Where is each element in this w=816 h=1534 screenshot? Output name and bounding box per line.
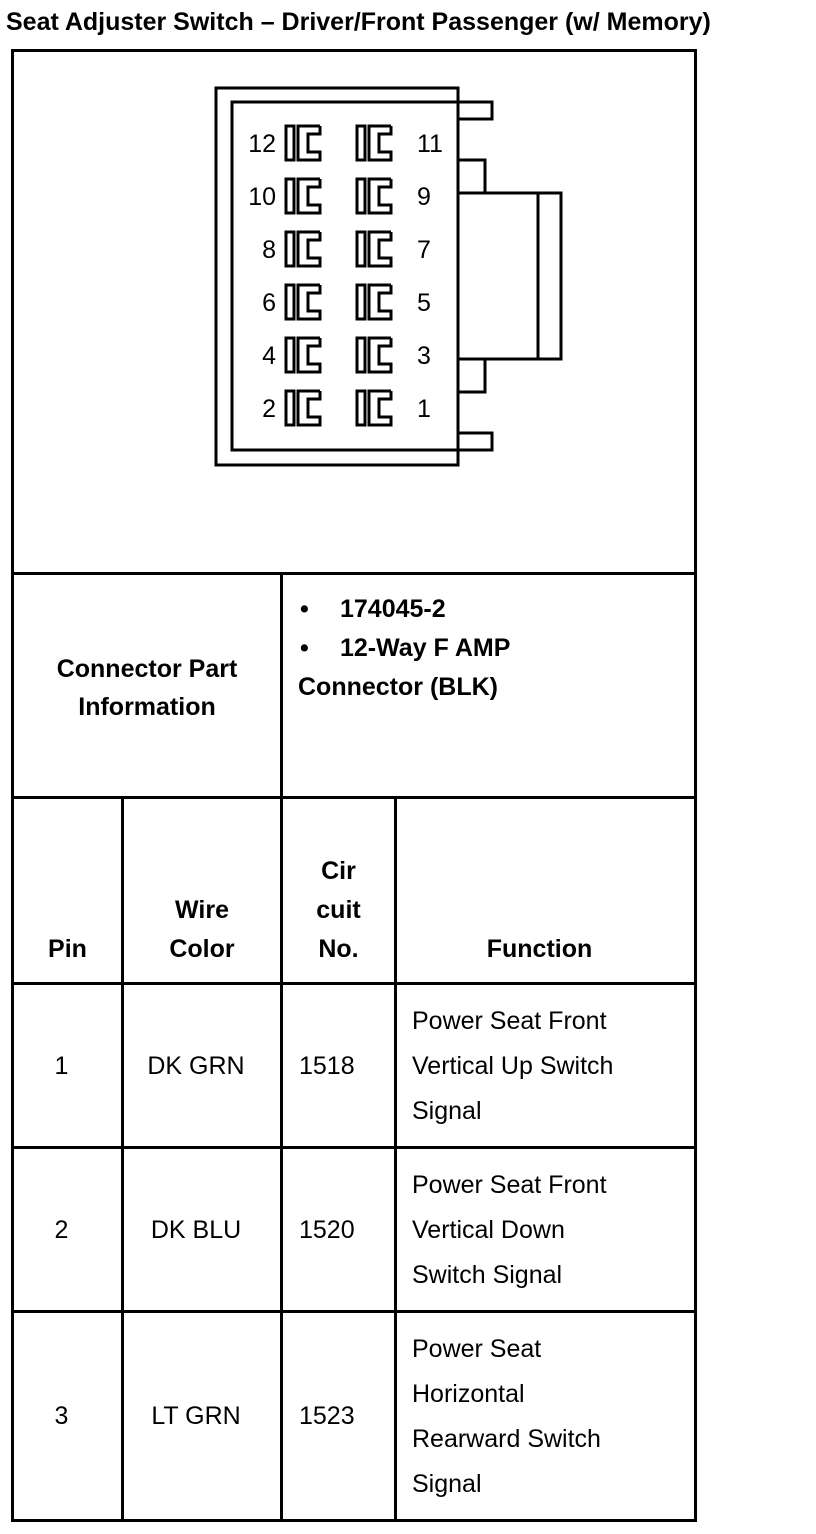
cell-function: Power Seat Front Vertical Down Switch Si… [412, 1171, 607, 1289]
terminal-cavity [284, 124, 322, 162]
header-pin: Pin [48, 935, 87, 963]
header-circuit-no: Cir cuit No. [316, 857, 361, 963]
terminal-cavity [284, 389, 322, 427]
divider [11, 796, 697, 799]
divider [121, 796, 124, 1522]
pin-number-label: 5 [417, 289, 431, 317]
bullet: • [300, 595, 309, 623]
connector-diagram: 12 11 10 9 8 7 6 5 4 3 2 1 [214, 86, 563, 467]
cell-function: Power Seat Horizontal Rearward Switch Si… [412, 1335, 601, 1498]
divider [11, 1146, 697, 1149]
cell-wire-color: DK GRN [147, 1052, 245, 1080]
divider [11, 982, 697, 985]
pin-number-label: 3 [417, 342, 431, 370]
cell-pin: 1 [54, 1052, 69, 1080]
terminal-cavity [355, 124, 393, 162]
connector-latch-top [458, 100, 494, 121]
connector-part-info-list: •174045-2 •12-Way F AMP Connector (BLK) [298, 590, 510, 707]
terminal-cavity [284, 336, 322, 374]
pin-number-label: 1 [417, 395, 431, 423]
connector-lock-tab [456, 191, 563, 361]
terminal-cavity [355, 230, 393, 268]
header-wire-color: Wire Color [169, 896, 235, 963]
pin-number-label: 4 [262, 342, 276, 370]
page-title: Seat Adjuster Switch – Driver/Front Pass… [6, 8, 711, 36]
terminal-cavity [355, 283, 393, 321]
header-function: Function [486, 935, 593, 963]
list-item: •174045-2 [298, 590, 510, 629]
divider [280, 572, 283, 1522]
pin-number-label: 2 [262, 395, 276, 423]
pin-number-label: 8 [262, 236, 276, 264]
cell-pin: 3 [54, 1402, 69, 1430]
divider [394, 796, 397, 1522]
list-item: •12-Way F AMP [298, 629, 510, 668]
divider [11, 572, 697, 575]
pin-number-label: 6 [262, 289, 276, 317]
terminal-cavity [284, 177, 322, 215]
cell-function: Power Seat Front Vertical Up Switch Sign… [412, 1007, 614, 1125]
pin-number-label: 10 [248, 183, 276, 211]
table-frame [11, 49, 697, 1522]
terminal-cavity [284, 230, 322, 268]
terminal-cavity [284, 283, 322, 321]
terminal-cavity [355, 389, 393, 427]
cell-circuit: 1523 [299, 1402, 355, 1430]
cell-pin: 2 [54, 1216, 69, 1244]
pin-number-label: 9 [417, 183, 431, 211]
pin-number-label: 11 [417, 130, 443, 158]
cell-wire-color: LT GRN [151, 1402, 241, 1430]
connector-part-info-label: Connector Part Information [56, 655, 238, 721]
divider [11, 1310, 697, 1313]
bullet: • [300, 634, 309, 662]
connector-latch-bottom [458, 431, 494, 452]
list-item-continuation: Connector (BLK) [298, 673, 498, 701]
terminal-cavity [355, 336, 393, 374]
pin-number-label: 12 [248, 130, 276, 158]
connector-body-outline [230, 100, 458, 452]
pin-number-label: 7 [417, 236, 431, 264]
terminal-cavity [355, 177, 393, 215]
cell-wire-color: DK BLU [150, 1216, 242, 1244]
cell-circuit: 1518 [299, 1052, 355, 1080]
cell-circuit: 1520 [299, 1216, 355, 1244]
